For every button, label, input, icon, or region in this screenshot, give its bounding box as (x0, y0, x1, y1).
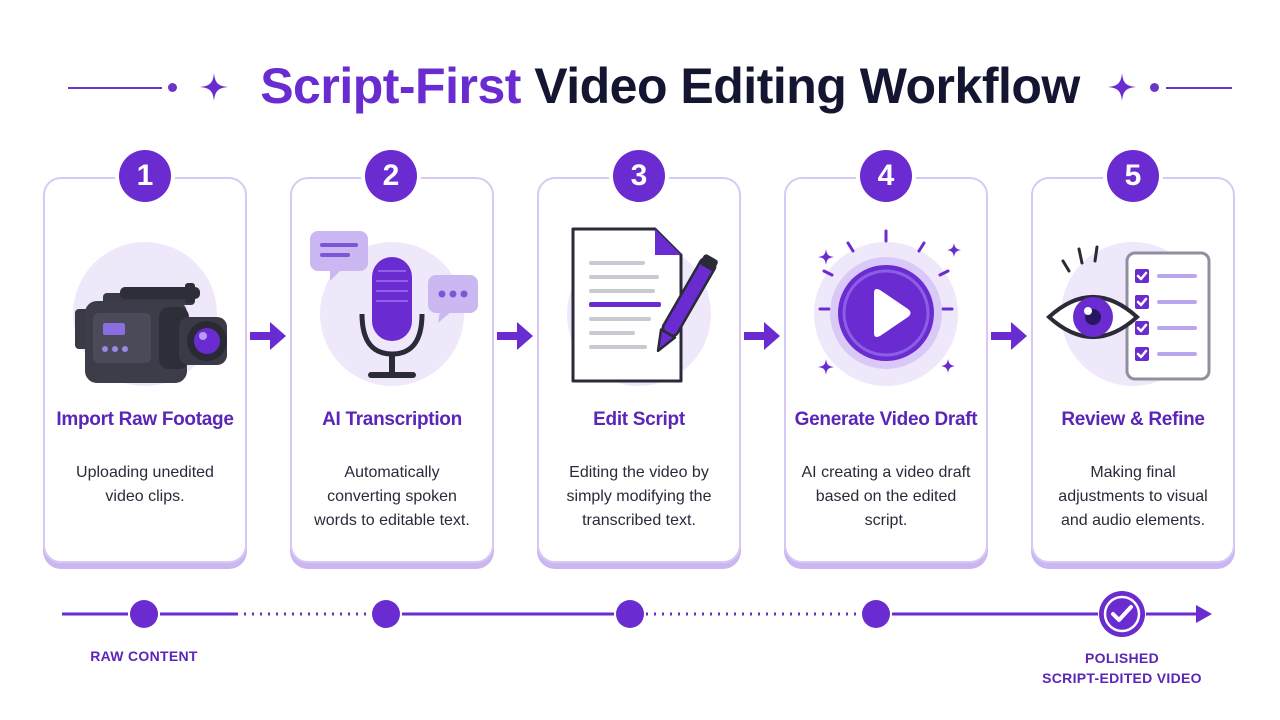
step-number-badge: 3 (613, 150, 665, 202)
timeline-end-label: POLISHED SCRIPT-EDITED VIDEO (1022, 648, 1222, 688)
title-dot-right (1150, 83, 1159, 92)
eye-checklist-icon (1046, 242, 1211, 386)
step-description: Automatically converting spoken words to… (314, 464, 470, 529)
document-pen-icon (567, 227, 718, 386)
timeline-node (616, 600, 644, 628)
title-accent: Script-First (260, 58, 521, 114)
page-title: Script-First Video Editing Workflow (240, 56, 1100, 116)
step-card-3: Edit Script Editing the video by simply … (537, 177, 741, 563)
timeline-end-arrow (1196, 605, 1212, 623)
title-rule-left (68, 87, 162, 89)
step-description: Editing the video by simply modifying th… (566, 464, 712, 529)
step-title: AI Transcription (322, 409, 462, 430)
step-title: Review & Refine (1061, 409, 1205, 430)
step-card-2: AI Transcription Automatically convertin… (290, 177, 494, 563)
step-title: Generate Video Draft (794, 409, 978, 430)
title-rest: Video Editing Workflow (520, 58, 1080, 114)
timeline-end-label-line1: POLISHED (1085, 650, 1159, 666)
step-description: Uploading unedited video clips. (76, 464, 214, 505)
step-card-4: Generate Video Draft AI creating a video… (784, 177, 988, 563)
step-number-badge: 1 (119, 150, 171, 202)
step-number-badge: 2 (365, 150, 417, 202)
step-description: Making final adjustments to visual and a… (1058, 464, 1208, 529)
timeline-node (862, 600, 890, 628)
arrow-right-icon (991, 322, 1027, 350)
timeline-node (372, 600, 400, 628)
step-number-badge: 5 (1107, 150, 1159, 202)
microphone-icon (310, 231, 478, 386)
timeline-start-label: RAW CONTENT (90, 648, 198, 664)
title-row: Script-First Video Editing Workflow (0, 52, 1280, 122)
step-description: AI creating a video draft based on the e… (801, 464, 971, 529)
arrow-right-icon (250, 322, 286, 350)
checkmark-icon (1099, 591, 1145, 637)
timeline-end-label-line2: SCRIPT-EDITED VIDEO (1042, 670, 1202, 686)
arrow-right-icon (744, 322, 780, 350)
step-card-1: Import Raw Footage Uploading unedited vi… (43, 177, 247, 563)
step-card-5: Review & Refine Making final adjustments… (1031, 177, 1235, 563)
step-title: Edit Script (593, 409, 685, 430)
sparkle-icon (200, 73, 228, 101)
play-button-icon (814, 229, 961, 386)
timeline-node (130, 600, 158, 628)
step-number-badge: 4 (860, 150, 912, 202)
arrow-right-icon (497, 322, 533, 350)
progress-timeline (62, 591, 1212, 637)
sparkle-icon (1108, 73, 1136, 101)
step-title: Import Raw Footage (56, 409, 234, 430)
video-camera-icon (73, 242, 227, 386)
title-rule-right (1166, 87, 1232, 89)
title-dot-left (168, 83, 177, 92)
